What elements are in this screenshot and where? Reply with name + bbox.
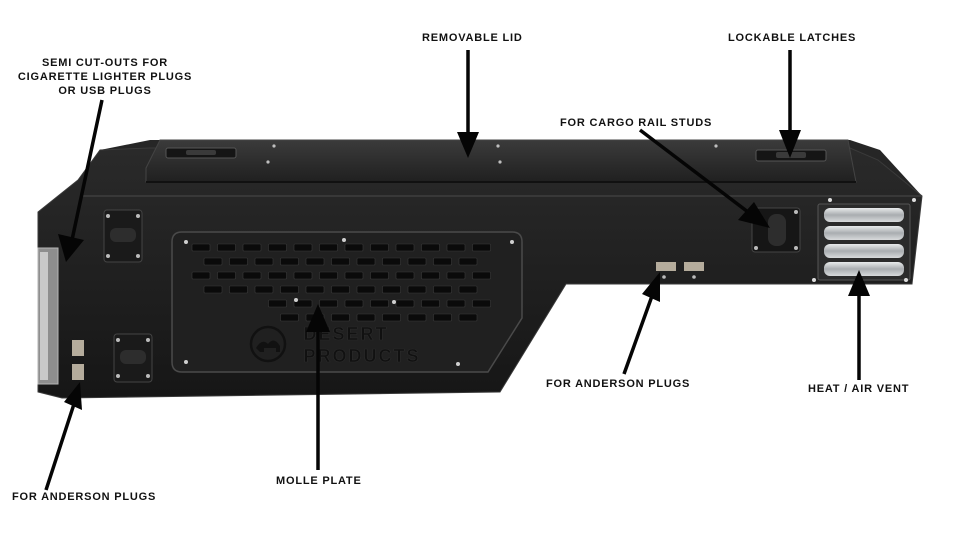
molle-slot [319, 271, 338, 280]
molle-slot [433, 257, 452, 266]
label-semi-cutouts-line3: OR USB PLUGS [58, 85, 152, 97]
molle-slot [229, 257, 248, 266]
molle-slot [293, 243, 313, 252]
molle-slot [395, 299, 415, 308]
arrow-molle-plate [306, 304, 330, 470]
molle-slot [370, 299, 389, 308]
label-semi-cutouts: SEMI CUT-OUTS FOR CIGARETTE LIGHTER PLUG… [14, 56, 196, 98]
molle-slot [356, 285, 376, 294]
molle-slot [458, 285, 478, 294]
molle-slot [280, 313, 299, 322]
label-cargo-rail-studs: FOR CARGO RAIL STUDS [560, 117, 713, 129]
molle-slot [356, 313, 376, 322]
molle-slot [395, 243, 415, 252]
molle-slot [421, 243, 440, 252]
molle-slots [191, 243, 491, 322]
heat-air-vent [812, 198, 916, 282]
arrow-anderson-plugs-left [44, 382, 82, 491]
molle-slot [446, 299, 466, 308]
molle-slot [344, 271, 364, 280]
molle-slot [446, 243, 466, 252]
arrow-anderson-plugs-right [622, 272, 660, 375]
molle-slot [268, 271, 287, 280]
molle-slot [319, 243, 338, 252]
molle-slot [280, 257, 299, 266]
molle-slot [305, 257, 325, 266]
molle-slot [331, 257, 350, 266]
label-removable-lid: REMOVABLE LID [422, 32, 523, 44]
molle-slot [217, 243, 236, 252]
molle-slot [395, 271, 415, 280]
molle-slot [254, 257, 274, 266]
molle-slot [217, 271, 236, 280]
molle-slot [191, 271, 211, 280]
molle-slot [370, 243, 389, 252]
molle-slot [421, 299, 440, 308]
molle-slot [433, 313, 452, 322]
label-heat-air-vent: HEAT / AIR VENT [808, 383, 910, 395]
label-anderson-plugs-left: FOR ANDERSON PLUGS [12, 491, 157, 503]
molle-slot [382, 257, 401, 266]
molle-slot [331, 285, 350, 294]
molle-slot [344, 243, 364, 252]
molle-slot [382, 313, 401, 322]
molle-slot [407, 313, 427, 322]
arrow-heat-air-vent [848, 270, 870, 380]
molle-slot [203, 285, 223, 294]
tie-down-bracket-lower [113, 333, 153, 383]
logo-text-line2: PRODUCTS [303, 346, 420, 366]
molle-slot [472, 243, 491, 252]
tie-down-bracket-upper [103, 209, 143, 263]
arrow-cargo-rail-studs [638, 128, 770, 228]
molle-slot [446, 271, 466, 280]
anderson-plug-right-1 [656, 262, 676, 271]
desert-products-logo: DESERT PRODUCTS [249, 324, 420, 366]
anderson-plug-left-1 [72, 340, 84, 356]
molle-slot [472, 271, 491, 280]
anderson-plug-right-2 [684, 262, 704, 271]
molle-slot [268, 243, 287, 252]
label-molle-plate: MOLLE PLATE [276, 475, 362, 487]
molle-slot [472, 299, 491, 308]
molle-slot [370, 271, 389, 280]
molle-slot [319, 299, 338, 308]
arrow-lockable-latches [779, 50, 801, 158]
molle-slot [382, 285, 401, 294]
arrow-removable-lid [457, 50, 479, 158]
molle-slot [268, 299, 287, 308]
label-semi-cutouts-line1: SEMI CUT-OUTS FOR [41, 57, 169, 69]
molle-slot [458, 257, 478, 266]
molle-slot [254, 285, 274, 294]
molle-slot [458, 313, 478, 322]
molle-slot [229, 285, 248, 294]
label-anderson-plugs-right: FOR ANDERSON PLUGS [546, 378, 691, 390]
anderson-plug-left-2 [72, 364, 84, 380]
molle-slot [407, 285, 427, 294]
molle-slot [421, 271, 440, 280]
arrow-semi-cutouts [58, 99, 104, 262]
molle-slot [331, 313, 350, 322]
molle-slot [305, 285, 325, 294]
molle-slot [293, 299, 313, 308]
molle-slot [293, 271, 313, 280]
molle-slot [203, 257, 223, 266]
molle-slot [356, 257, 376, 266]
label-semi-cutouts-line2: CIGARETTE LIGHTER PLUGS [17, 71, 193, 83]
molle-slot [242, 271, 262, 280]
molle-slot [433, 285, 452, 294]
label-lockable-latches: LOCKABLE LATCHES [728, 32, 857, 44]
molle-slot [407, 257, 427, 266]
molle-slot [242, 243, 262, 252]
molle-slot [280, 285, 299, 294]
molle-slot [191, 243, 211, 252]
molle-slot [344, 299, 364, 308]
